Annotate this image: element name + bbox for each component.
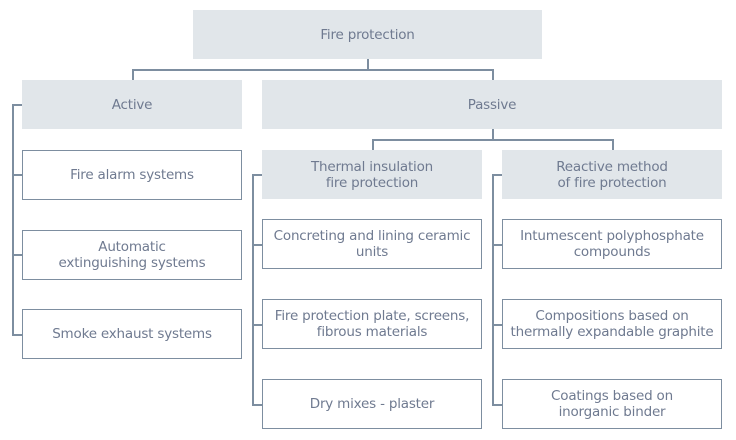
node-active: Active [22,80,242,129]
thermal-rail-tick [252,324,262,326]
connector-to-passive [492,69,494,80]
node-expandable-graphite: Compositions based on thermally expandab… [502,299,722,349]
reactive-rail-tick [492,404,502,406]
reactive-rail-tick [492,244,502,246]
node-fire-alarm-systems: Fire alarm systems [22,150,242,200]
connector-root-bar [132,69,493,71]
node-automatic-extinguishing-systems: Automatic extinguishing systems [22,230,242,280]
connector-to-reactive [612,139,614,150]
node-intumescent-polyphosphate: Intumescent polyphosphate compounds [502,219,722,269]
node-smoke-exhaust-systems: Smoke exhaust systems [22,309,242,359]
node-reactive-method: Reactive method of fire protection [502,150,722,199]
reactive-rail [492,174,494,405]
node-passive: Passive [262,80,722,129]
node-concreting-lining: Concreting and lining ceramic units [262,219,482,269]
thermal-rail [252,174,254,405]
node-thermal-insulation: Thermal insulation fire protection [262,150,482,199]
active-rail-tick [12,174,22,176]
active-rail-tick [12,254,22,256]
thermal-rail-tick [252,404,262,406]
thermal-rail-tick [252,244,262,246]
reactive-rail-tick [492,174,502,176]
connector-to-thermal [372,139,374,150]
connector-to-active [132,69,134,80]
active-rail-tick [12,334,22,336]
connector-passive-bar [372,139,613,141]
node-fire-protection: Fire protection [193,10,542,59]
node-inorganic-binder: Coatings based on inorganic binder [502,379,722,429]
thermal-rail-tick [252,174,262,176]
active-rail [12,104,14,335]
connector-passive-stem [492,129,494,140]
connector-root-stem [367,59,369,70]
active-rail-tick [12,104,22,106]
reactive-rail-tick [492,324,502,326]
node-fire-protection-plate: Fire protection plate, screens, fibrous … [262,299,482,349]
node-dry-mixes: Dry mixes - plaster [262,379,482,429]
